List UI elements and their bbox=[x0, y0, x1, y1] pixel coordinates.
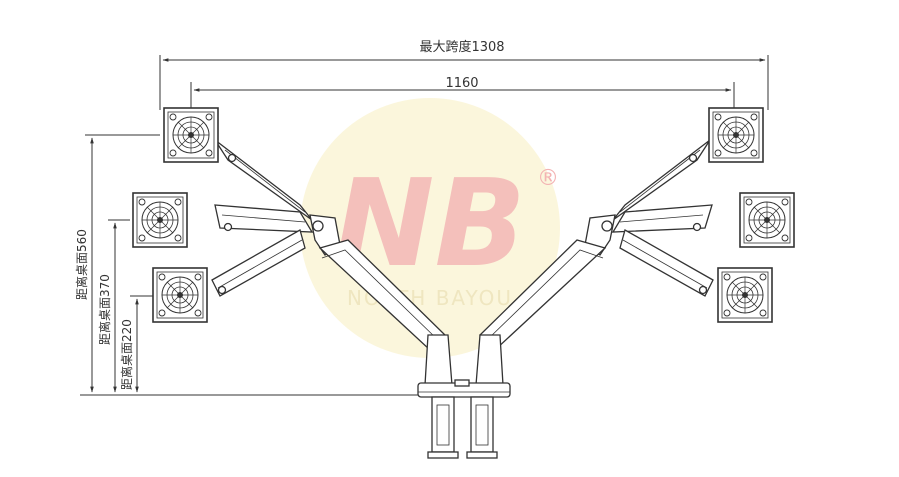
height-220-label: 距离桌面220 bbox=[119, 319, 134, 390]
height-560-label: 距离桌面560 bbox=[74, 229, 89, 300]
right-arm bbox=[475, 139, 714, 386]
max-span-label: 最大跨度1308 bbox=[419, 39, 504, 55]
left-arm bbox=[211, 139, 453, 386]
registered-mark: ® bbox=[537, 166, 559, 191]
desk-clamp-base bbox=[417, 379, 511, 459]
height-370-label: 距离桌面370 bbox=[97, 274, 112, 345]
left-monitor-plates bbox=[132, 107, 219, 323]
right-monitor-plates bbox=[708, 107, 795, 323]
inner-span-label: 1160 bbox=[445, 76, 478, 91]
dimension-lines bbox=[80, 55, 769, 396]
